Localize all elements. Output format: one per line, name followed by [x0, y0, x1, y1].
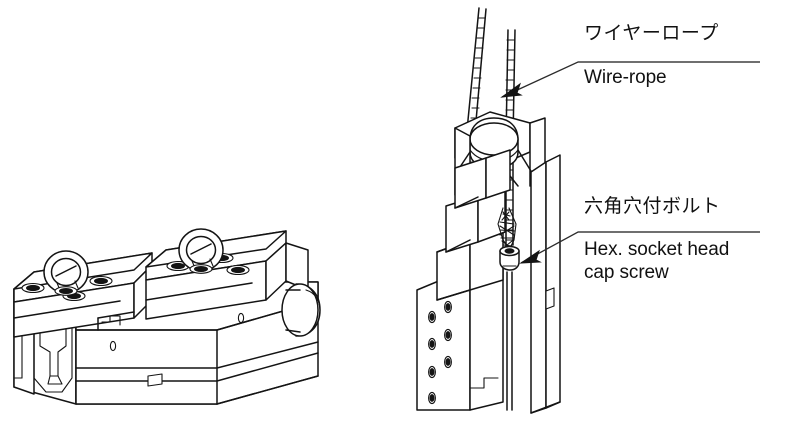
callout-hex-screw-en-block: Hex. socket head cap screw	[584, 238, 729, 284]
callout-leaders	[500, 61, 760, 264]
callout-hex-screw-jp: 六角穴付ボルト	[584, 196, 721, 217]
vertical-vise-guide-bar	[530, 154, 561, 414]
movable-jaw-bolt-holes	[166, 252, 250, 276]
vertical-vise-front-face	[416, 255, 504, 411]
base-front-detail-nub	[147, 373, 163, 387]
eye-bolt-right	[178, 228, 224, 274]
vertical-vise-jaw-stack	[436, 149, 511, 301]
vertical-vise-lifting-view	[416, 7, 561, 414]
callout-wire-rope-en: Wire-rope	[584, 67, 667, 88]
leader-hex-socket-head-cap-screw	[519, 231, 760, 264]
leader-wire-rope	[500, 61, 760, 98]
hex-socket-head-cap-screw	[497, 207, 520, 271]
callout-hex-screw: 六角穴付ボルト	[584, 196, 721, 218]
front-face-bolt-holes	[428, 300, 452, 405]
body-side-holes	[109, 312, 245, 352]
vise-lead-screw-housing	[281, 242, 321, 337]
callout-wire-rope-jp: ワイヤーロープ	[584, 23, 719, 44]
callout-hex-screw-en-line2: cap screw	[584, 262, 669, 284]
callout-wire-rope-en-block: Wire-rope	[584, 66, 667, 89]
callout-hex-screw-en-line1: Hex. socket head	[584, 239, 730, 260]
callout-wire-rope: ワイヤーロープ	[584, 23, 719, 45]
eye-bolt-left	[43, 250, 89, 296]
horizontal-vise-view	[13, 228, 321, 405]
